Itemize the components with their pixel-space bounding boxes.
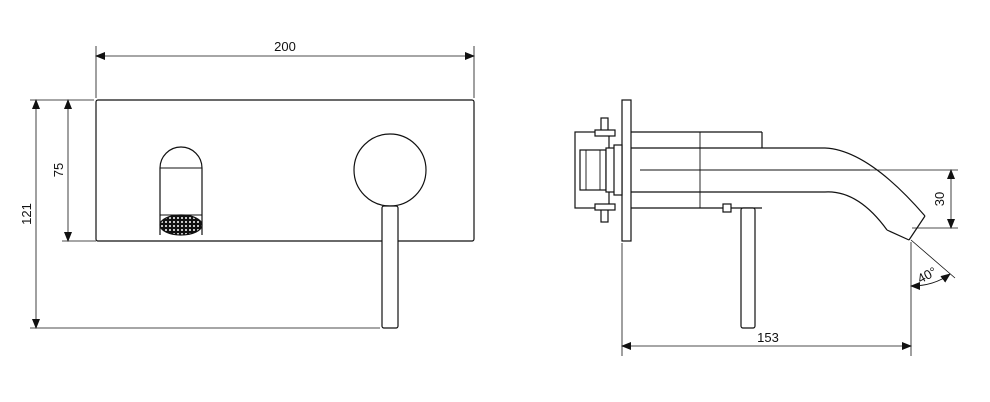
angle-label: 40° bbox=[915, 264, 939, 286]
front-view: 200 121 75 bbox=[19, 39, 475, 329]
spout-side bbox=[631, 131, 926, 241]
side-view: 153 30 40° bbox=[574, 99, 958, 356]
plate-edge bbox=[621, 99, 632, 242]
aerator bbox=[159, 214, 203, 236]
rough-in-body bbox=[574, 117, 623, 223]
width-label: 200 bbox=[274, 39, 296, 54]
plate-height-label: 75 bbox=[51, 163, 66, 177]
handle-front bbox=[353, 133, 427, 329]
height-label: 121 bbox=[19, 203, 34, 225]
drop-label: 30 bbox=[932, 192, 947, 206]
spout-front bbox=[159, 146, 203, 236]
handle-side bbox=[740, 207, 756, 329]
projection-label: 153 bbox=[757, 330, 779, 345]
wall-plate bbox=[95, 99, 475, 242]
